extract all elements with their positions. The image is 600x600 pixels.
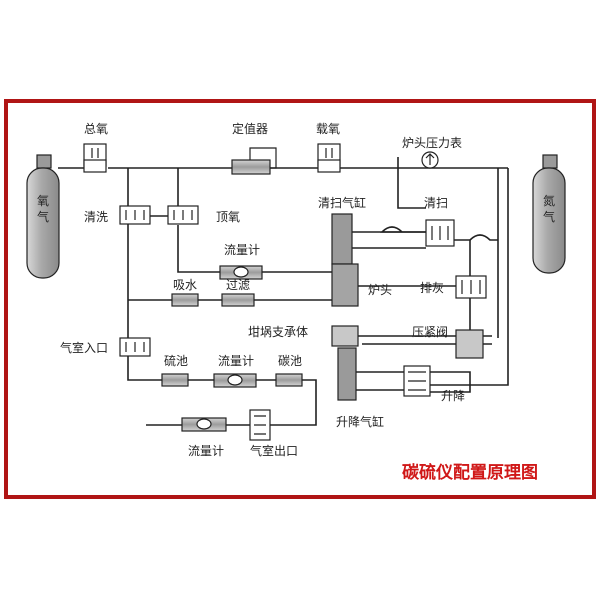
label-top-oxygen: 顶氧 [216,210,240,224]
sweep-cylinder [331,213,353,265]
pressure-gauge [421,151,439,169]
nitrogen-cylinder-label-2: 气 [543,209,555,224]
label-lift-cylinder: 升降气缸 [336,414,384,429]
carrier-oxygen-valve [317,143,341,173]
nitrogen-cylinder-label-1: 氮 [543,193,555,208]
diagram-title: 碳硫仪配置原理图 [402,462,538,483]
label-clamp-valve: 压紧阀 [412,325,448,339]
chamber-inlet-valve [119,337,151,357]
oxygen-cylinder-label-1: 氧 [37,194,49,208]
label-sweep-cylinder: 清扫气缸 [318,195,366,210]
label-rinse: 清洗 [84,210,108,224]
label-carrier-oxygen: 载氧 [316,122,340,136]
water-absorb-tube [171,293,199,307]
label-filter: 过滤 [226,278,250,292]
label-flowmeter-3: 流量计 [188,444,224,458]
lift-cylinder [337,347,357,401]
label-chamber-outlet: 气室出口 [250,443,298,458]
oxygen-cylinder-label-2: 气 [37,209,49,224]
label-furnace-head: 炉头 [368,283,392,297]
ash-discharge-valve [455,275,487,299]
sulfur-cell [161,373,189,387]
pipe-network [58,157,509,426]
component-labels: 总氧 定值器 载氧 炉头压力表 清洗 顶氧 清扫气缸 清扫 流量计 炉头 排灰 … [60,121,465,458]
sweep-valve [425,219,455,247]
rinse-valve [119,205,151,225]
label-carbon-cell: 碳池 [278,354,302,368]
lift-valve [403,365,431,397]
crucible-support [331,325,359,347]
carbon-cell [275,373,303,387]
label-flowmeter-1: 流量计 [224,243,260,257]
diagram-frame [4,99,596,499]
regulator [231,147,277,175]
furnace-head [331,263,359,307]
label-main-oxygen: 总氧 [84,122,108,136]
flowmeter-2 [213,373,257,388]
label-crucible-support: 坩埚支承体 [248,325,308,339]
label-regulator: 定值器 [232,121,268,136]
label-lift: 升降 [441,389,465,403]
oxygen-cylinder: 氧 气 [26,154,60,279]
label-ash-discharge: 排灰 [420,281,444,295]
main-oxygen-valve [83,143,107,173]
clamp-valve [455,329,484,359]
filter-tube [221,293,255,307]
label-chamber-inlet: 气室入口 [60,340,108,355]
nitrogen-cylinder: 氮 气 [532,154,566,274]
flowmeter-3 [181,417,227,432]
label-sulfur-cell: 硫池 [164,353,188,368]
label-flowmeter-2: 流量计 [218,354,254,368]
chamber-outlet-valve [249,409,271,441]
top-oxygen-valve [167,205,199,225]
label-sweep: 清扫 [424,196,448,210]
flowmeter-1 [219,265,263,280]
label-pressure-gauge: 炉头压力表 [402,136,462,150]
label-water-absorb: 吸水 [173,278,197,292]
